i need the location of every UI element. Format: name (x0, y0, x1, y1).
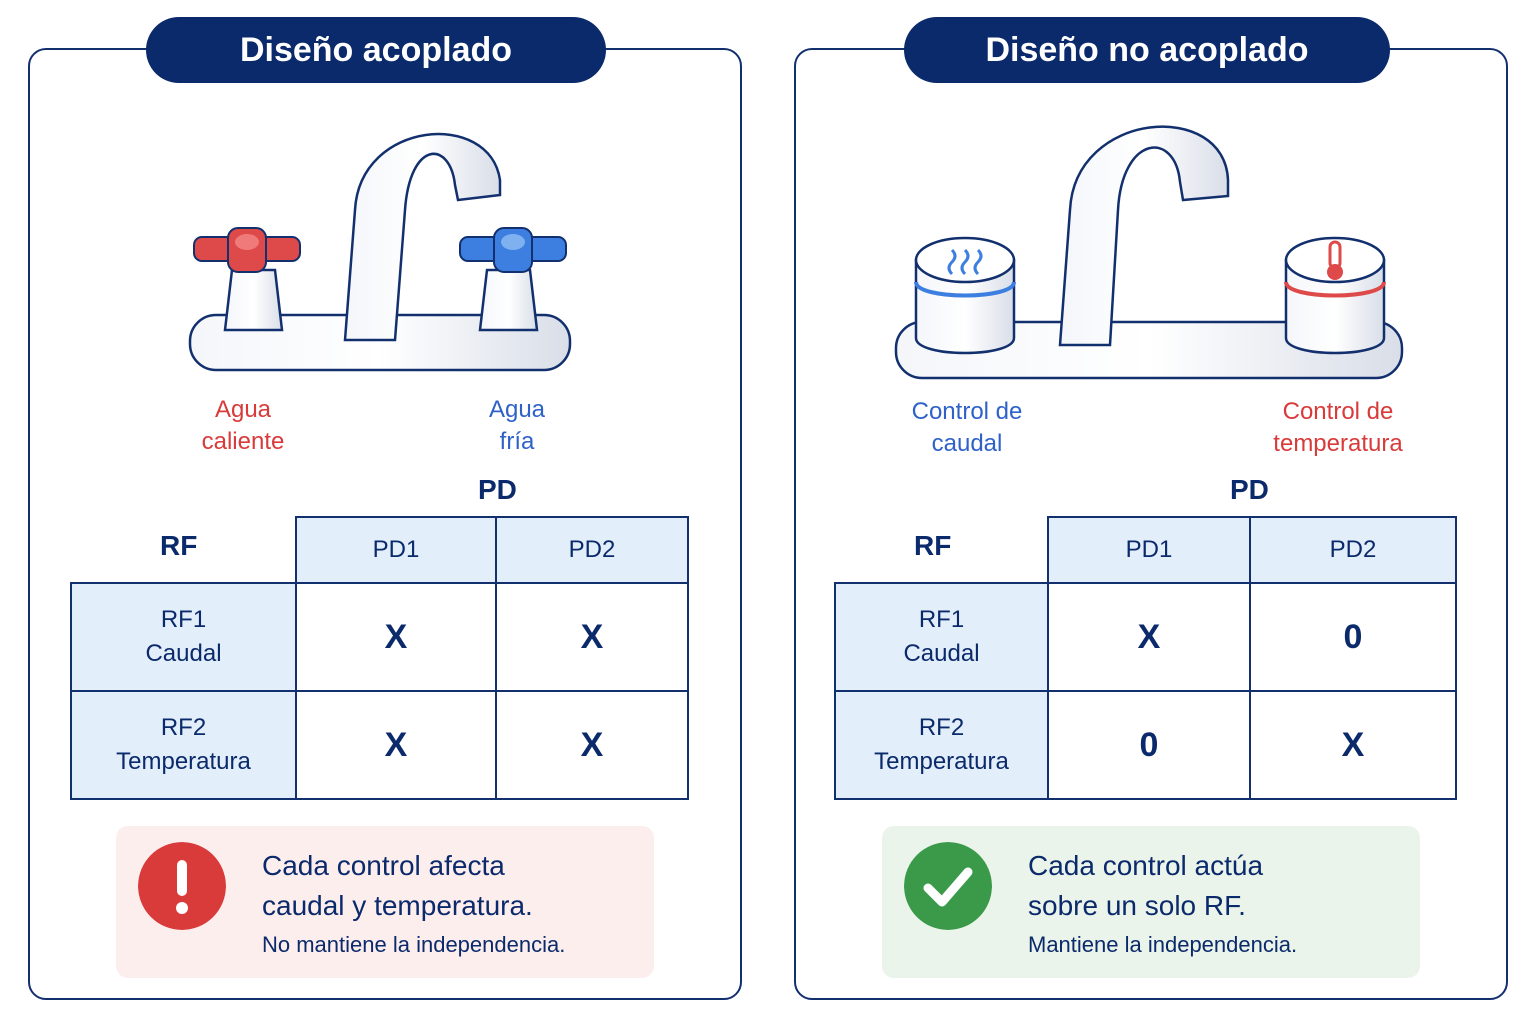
uncoupled-title: Diseño no acoplado (904, 17, 1390, 83)
flow-control-knob-icon (914, 236, 1016, 355)
coupled-pd-header: PD (478, 474, 517, 505)
uncoupled-rf-header: RF (914, 530, 952, 561)
uncoupled-faucet-illustration (894, 125, 1404, 380)
column-header-pd1: PD1 (1047, 516, 1251, 584)
check-icon (904, 842, 992, 930)
cold-water-handle-icon (459, 227, 567, 332)
coupled-note-sub: No mantiene la independencia. (262, 932, 566, 957)
column-header-pd2: PD2 (495, 516, 689, 584)
coupled-rf-header: RF (160, 530, 198, 561)
uncoupled-pd-header: PD (1230, 474, 1269, 505)
matrix-cell: X (1047, 582, 1251, 692)
matrix-cell: X (495, 690, 689, 800)
matrix-cell: X (1249, 690, 1457, 800)
temperature-control-knob-icon (1284, 236, 1386, 355)
thermometer-icon (1327, 240, 1343, 280)
coupled-title: Diseño acoplado (146, 17, 606, 83)
coupled-faucet-illustration (188, 132, 572, 372)
column-header-pd1: PD1 (295, 516, 497, 584)
matrix-cell: X (295, 690, 497, 800)
column-header-pd2: PD2 (1249, 516, 1457, 584)
heat-waves-icon (947, 248, 983, 276)
matrix-cell: 0 (1249, 582, 1457, 692)
matrix-cell: X (495, 582, 689, 692)
exclamation-icon (138, 842, 226, 930)
uncoupled-note-sub: Mantiene la independencia. (1028, 932, 1298, 957)
hot-water-handle-icon (193, 227, 301, 332)
matrix-cell: X (295, 582, 497, 692)
matrix-cell: 0 (1047, 690, 1251, 800)
